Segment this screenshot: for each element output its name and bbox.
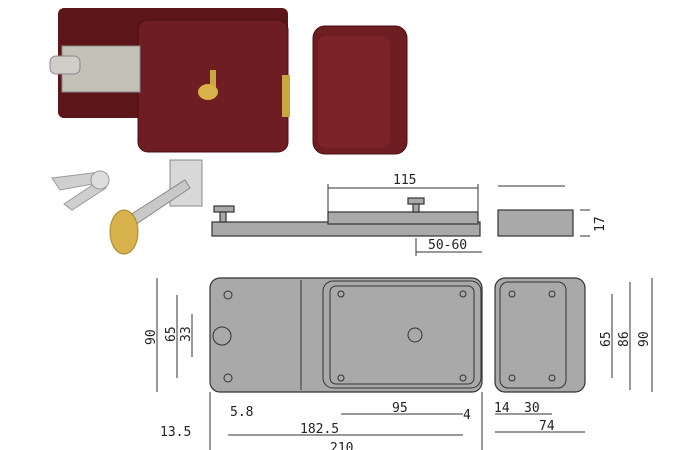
dim-65-left: 65 [164,326,179,342]
dim-182-5: 182.5 [300,422,339,437]
dim-4: 4 [463,408,471,423]
dim-33: 33 [179,326,194,342]
keeper-side-drawing [497,185,590,237]
front-view-drawing [156,277,483,450]
dim-13-5: 13.5 [160,425,191,440]
dim-74: 74 [539,419,555,434]
top-view-drawing [211,184,482,256]
keeper-front-drawing [494,277,653,433]
dim-95: 95 [392,401,408,416]
keys-cylinder-photo [51,159,203,255]
dim-86: 86 [617,331,632,347]
lock-photo [49,8,290,153]
dim-65-right: 65 [599,331,614,347]
dim-115: 115 [393,173,416,188]
dim-90-left: 90 [144,329,159,345]
dim-90-right: 90 [637,331,652,347]
dim-14: 14 [494,401,510,416]
dim-30: 30 [524,401,540,416]
dim-5-8: 5.8 [230,405,253,420]
dim-17: 17 [593,216,608,232]
dim-50-60: 50-60 [428,238,467,253]
dim-210: 210 [330,441,353,450]
keeper-photo [312,25,408,155]
